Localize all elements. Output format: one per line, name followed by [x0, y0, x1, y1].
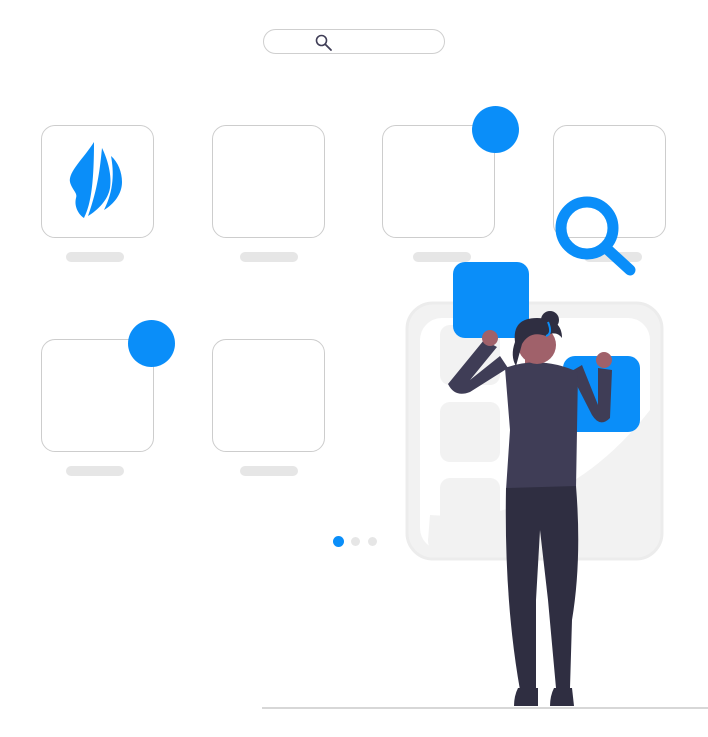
search-icon	[315, 34, 333, 57]
search-bar[interactable]	[263, 29, 445, 54]
app-label-placeholder	[66, 252, 124, 262]
app-label-placeholder	[66, 466, 124, 476]
app-block	[453, 262, 529, 338]
app-label-placeholder	[240, 466, 298, 476]
app-tile-6[interactable]	[212, 339, 325, 452]
page-dot-active[interactable]	[333, 536, 344, 547]
app-label-placeholder	[240, 252, 298, 262]
app-tile-2[interactable]	[212, 125, 325, 238]
notification-badge	[472, 106, 519, 153]
book-pages-logo-icon	[64, 138, 132, 227]
notification-badge	[128, 320, 175, 367]
page-dot[interactable]	[368, 537, 377, 546]
page-dot[interactable]	[351, 537, 360, 546]
panel-slot	[440, 402, 500, 462]
app-tile-1[interactable]	[41, 125, 154, 238]
app-label-placeholder	[413, 252, 471, 262]
